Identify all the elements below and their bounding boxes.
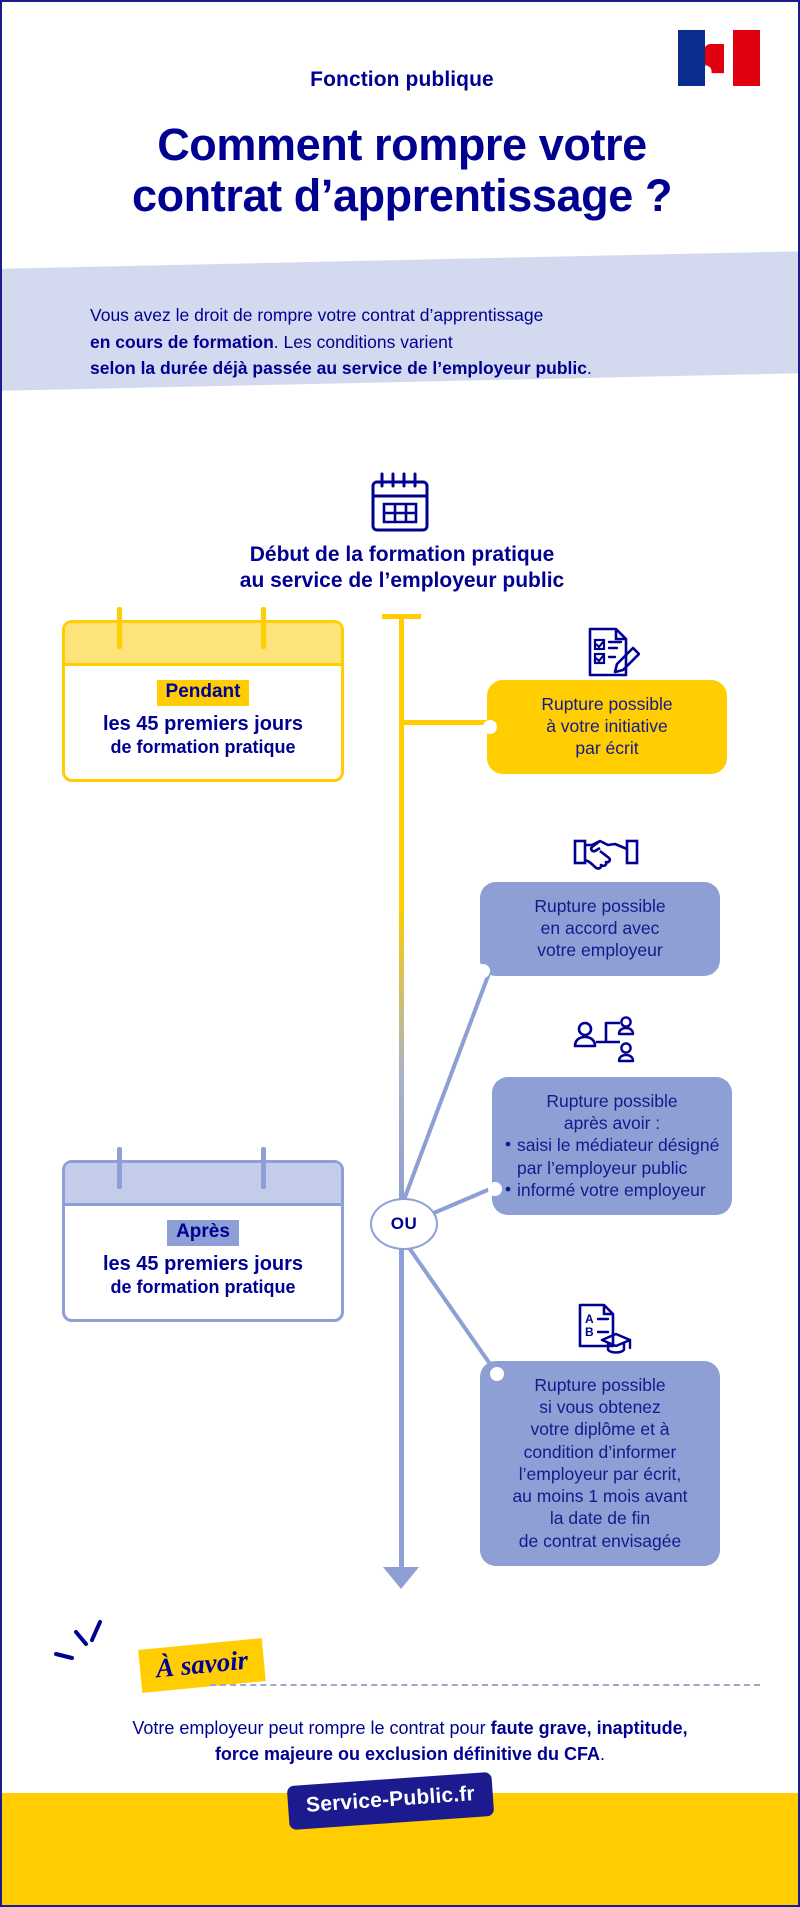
timeline-start-label-line-1: Début de la formation pratique [249, 543, 555, 566]
outcome-line: par écrit [575, 738, 639, 759]
connector-dot [490, 1367, 504, 1381]
outcome-card-mediateur: Rupture possible après avoir : saisi le … [488, 1077, 732, 1216]
mediation-people-icon [573, 1016, 635, 1063]
intro-line-3-plain: . [587, 358, 592, 379]
connector-to-outcome-2 [400, 967, 493, 1206]
svg-text:A: A [585, 1312, 594, 1326]
outcome-line: votre diplôme et à [530, 1419, 670, 1440]
period-card-apres: Après les 45 premiers jours de formation… [62, 1147, 344, 1322]
outcome-bullet: saisi le médiateur désigné par l’employe… [504, 1133, 720, 1178]
intro-line-1: Vous avez le droit de rompre votre contr… [90, 305, 544, 325]
note-text-plain-1: Votre employeur peut rompre le contrat p… [132, 1718, 491, 1738]
period-line-1: les 45 premiers jours [102, 1253, 304, 1275]
period-line-2: de formation pratique [110, 737, 296, 757]
timeline-start-label-line-2: au service de l’employeur public [239, 568, 565, 592]
outcome-card-initiative: Rupture possible à votre initiative par … [483, 680, 727, 774]
calendar-card-body: Pendant les 45 premiers jours de formati… [65, 666, 341, 779]
branch-label-ou: OU [370, 1198, 438, 1250]
outcome-line: Rupture possible [541, 694, 673, 714]
calendar-card-body: Après les 45 premiers jours de formation… [65, 1206, 341, 1319]
flag-white-stripe [705, 30, 733, 86]
outcome-card-accord: Rupture possible en accord avec votre em… [476, 882, 720, 978]
connector-dot [476, 964, 490, 978]
flag-blue-stripe [678, 30, 706, 86]
kicker-label: Fonction publique [310, 68, 494, 91]
calendar-ring-left [117, 1147, 122, 1189]
calendar-ring-left [117, 607, 122, 649]
sparkle-icon [54, 1620, 102, 1660]
intro-line-2-bold: en cours de formation [90, 331, 274, 352]
note-text: Votre employeur peut rompre le contrat p… [120, 1716, 700, 1767]
note-text-plain-2: . [600, 1743, 606, 1764]
period-pill-pendant: Pendant [156, 680, 250, 706]
outcome-line: après avoir : [563, 1113, 661, 1134]
outcome-line: votre employeur [537, 940, 663, 961]
outcome-line: Rupture possible [546, 1091, 678, 1111]
intro-text: Vous avez le droit de rompre votre contr… [90, 302, 730, 382]
outcome-line: si vous obtenez [539, 1397, 661, 1418]
note-divider [210, 1684, 760, 1686]
outcome-line: l’employeur par écrit, [518, 1463, 682, 1484]
connector-dot [483, 719, 497, 734]
connector-dot [488, 1182, 502, 1196]
outcome-line: Rupture possible [534, 1375, 666, 1395]
handshake-icon [573, 839, 639, 870]
page-title-line-1: Comment rompre votre [157, 119, 647, 170]
calendar-ring-right [261, 607, 266, 649]
note-section: À savoir Votre employeur peut rompre le … [2, 1606, 798, 1764]
outcome-bullets: saisi le médiateur désigné par l’employe… [504, 1133, 720, 1201]
connector-to-outcome-1 [402, 720, 502, 725]
outcome-line: à votre initiative [546, 716, 668, 737]
outcome-line: condition d’informer [523, 1441, 677, 1462]
outcome-line: au moins 1 mois avant [512, 1486, 688, 1507]
french-republic-flag-icon [678, 30, 760, 86]
flag-red-stripe [732, 30, 760, 86]
outcome-line: la date de fin [549, 1508, 651, 1529]
outcome-card-diplome: Rupture possible si vous obtenez votre d… [480, 1361, 720, 1566]
checklist-pen-icon [588, 627, 640, 677]
outcome-line: Rupture possible [534, 896, 666, 916]
intro-line-2-plain: . Les conditions varient [273, 331, 453, 352]
marianne-silhouette-icon [705, 44, 725, 74]
timeline-start-label: Début de la formation pratique au servic… [122, 542, 682, 593]
note-text-bold: faute grave, inaptitude, force majeure o… [214, 1718, 688, 1764]
outcome-bullet: informé votre employeur [504, 1178, 720, 1201]
intro-line-3-bold: selon la durée déjà passée au service de… [90, 358, 588, 379]
outcome-line: en accord avec [540, 918, 660, 939]
period-card-pendant: Pendant les 45 premiers jours de formati… [62, 607, 344, 782]
timeline-axis [399, 614, 404, 1574]
calendar-icon [371, 472, 429, 532]
diploma-document-icon: A B [578, 1303, 632, 1354]
calendar-card-header [65, 623, 341, 666]
period-pill-apres: Après [167, 1220, 239, 1246]
period-line-1: les 45 premiers jours [102, 713, 304, 735]
outcome-line: de contrat envisagée [518, 1530, 682, 1551]
calendar-ring-right [261, 1147, 266, 1189]
period-line-2: de formation pratique [110, 1277, 296, 1297]
page-title: Comment rompre votre contrat d’apprentis… [2, 119, 798, 222]
svg-text:B: B [585, 1325, 594, 1339]
page-title-line-2: contrat d’apprentissage ? [131, 169, 673, 221]
connector-to-outcome-4 [403, 1240, 499, 1376]
timeline-arrow-icon [383, 1567, 419, 1589]
calendar-card-header [65, 1163, 341, 1206]
